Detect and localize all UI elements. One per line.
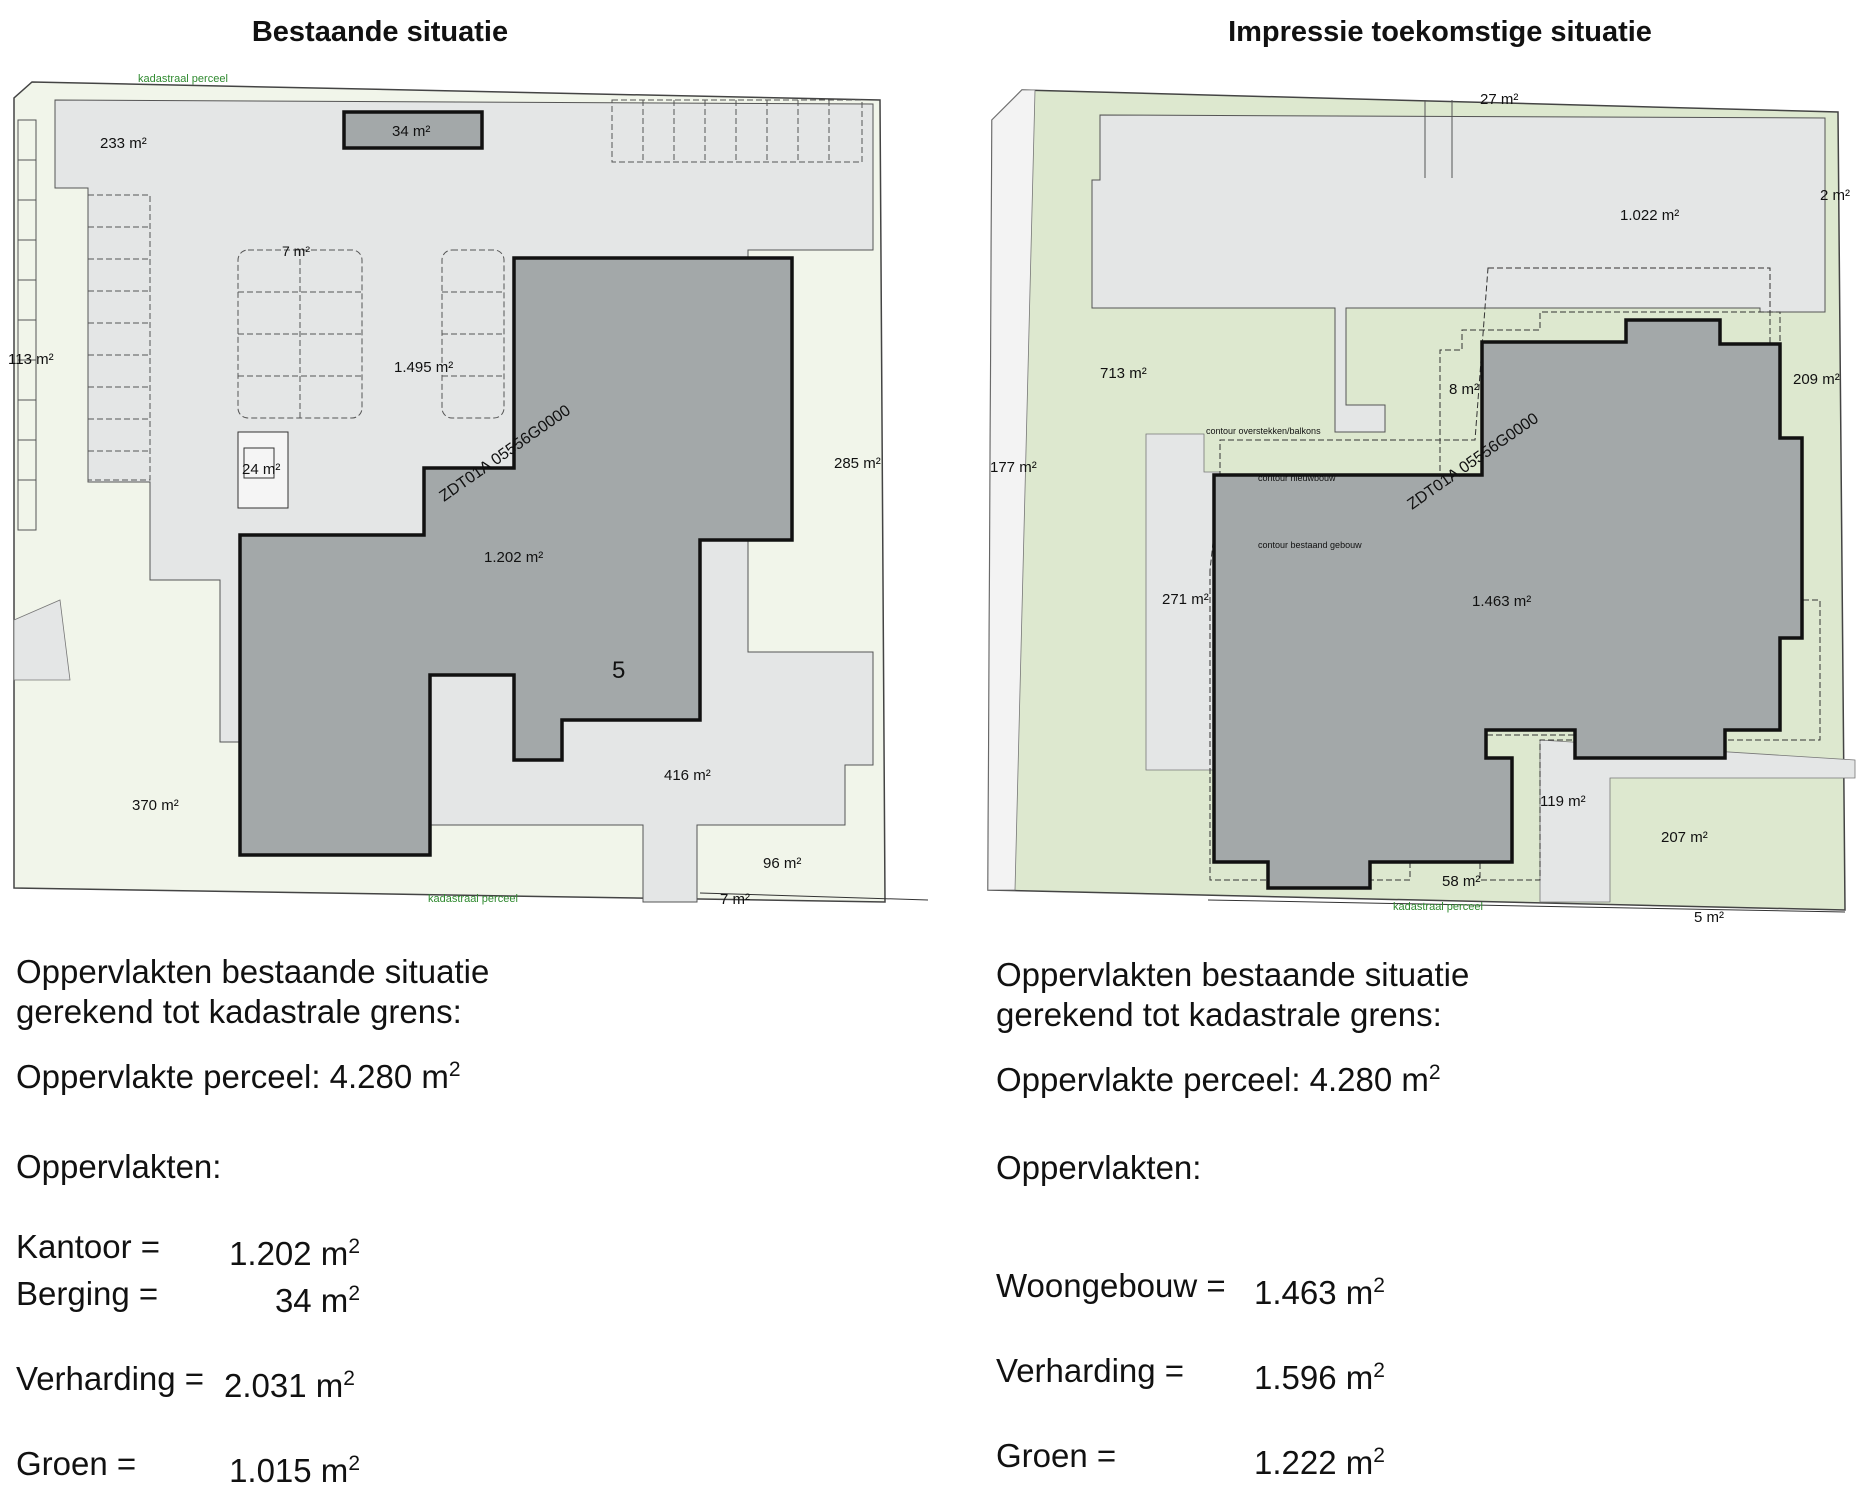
area-row: Groen = 1.222 m2 bbox=[996, 1437, 1385, 1481]
area-label: 8 m² bbox=[1449, 381, 1479, 398]
parcel-area: Oppervlakte perceel: 4.280 m2 bbox=[996, 1061, 1441, 1098]
cadastral-label-bottom: kadastraal perceel bbox=[428, 893, 518, 905]
cadastral-label-top: kadastraal perceel bbox=[138, 73, 228, 85]
small-object-inner bbox=[243, 447, 275, 479]
small-object bbox=[237, 431, 289, 509]
area-label: 24 m² bbox=[242, 461, 280, 478]
area-label: 5 m² bbox=[1694, 909, 1724, 926]
area-label: 119 m² bbox=[1540, 793, 1586, 810]
area-label: 34 m² bbox=[392, 123, 430, 140]
title-future: Impressie toekomstige situatie bbox=[1228, 16, 1652, 48]
area-row: Woongebouw = 1.463 m2 bbox=[996, 1267, 1385, 1311]
area-label: 96 m² bbox=[763, 855, 801, 872]
summary-future: Oppervlakten bestaande situatie gerekend… bbox=[996, 955, 1836, 1483]
area-label: 271 m² bbox=[1162, 591, 1209, 608]
area-label: 1.463 m² bbox=[1472, 593, 1531, 610]
summary-heading-2: gerekend tot kadastrale grens: bbox=[996, 996, 1442, 1033]
parcel-area: Oppervlakte perceel: 4.280 m2 bbox=[16, 1058, 461, 1095]
area-label: 2 m² bbox=[1820, 187, 1850, 204]
summary-heading-1: Oppervlakten bestaande situatie bbox=[16, 953, 490, 990]
areas-heading: Oppervlakten: bbox=[16, 1148, 222, 1185]
parking-left bbox=[87, 194, 151, 481]
bike-strip bbox=[17, 119, 37, 531]
summary-heading-1: Oppervlakten bestaande situatie bbox=[996, 956, 1470, 993]
summary-heading-2: gerekend tot kadastrale grens: bbox=[16, 993, 462, 1030]
area-label: 27 m² bbox=[1480, 91, 1518, 108]
paving-future-top bbox=[1091, 114, 1826, 433]
contour-label: contour nieuwbouw bbox=[1258, 473, 1336, 483]
office-building bbox=[238, 256, 794, 857]
area-label: 233 m² bbox=[100, 135, 147, 152]
house-number: 5 bbox=[612, 657, 625, 684]
storage-building bbox=[342, 110, 484, 150]
contour-label: contour bestaand gebouw bbox=[1258, 540, 1362, 550]
area-label: 1.202 m² bbox=[484, 549, 543, 566]
cadastral-line-right bbox=[1207, 899, 1846, 913]
area-label: 58 m² bbox=[1442, 873, 1480, 890]
area-row: Verharding = 2.031 m2 bbox=[16, 1360, 355, 1404]
area-row: Kantoor = 1.202 m2 bbox=[16, 1228, 360, 1272]
area-row: Berging = 34 m2 bbox=[16, 1275, 360, 1319]
new-residential-building bbox=[1212, 318, 1804, 890]
plan-existing: kadastraal perceel kadastraal perceel 23… bbox=[8, 73, 929, 908]
paving-future-bottom bbox=[1539, 739, 1856, 903]
area-label: 207 m² bbox=[1661, 829, 1708, 846]
area-label: 7 m² bbox=[720, 891, 750, 908]
area-label: 285 m² bbox=[834, 455, 881, 472]
sidewalk-left bbox=[987, 89, 1036, 891]
areas-heading: Oppervlakten: bbox=[996, 1149, 1202, 1186]
area-label: 713 m² bbox=[1100, 365, 1147, 382]
area-label: 1.022 m² bbox=[1620, 207, 1679, 224]
area-label: 113 m² bbox=[8, 351, 54, 368]
cadastral-line-left bbox=[699, 892, 929, 901]
summary-existing: Oppervlakten bestaande situatie gerekend… bbox=[16, 952, 796, 1491]
cadastral-label-right: kadastraal perceel bbox=[1393, 901, 1483, 913]
area-label: 370 m² bbox=[132, 797, 179, 814]
area-label: 7 m² bbox=[282, 243, 310, 259]
site-plans: kadastraal perceel kadastraal perceel 23… bbox=[8, 73, 1856, 926]
area-row: Groen = 1.015 m2 bbox=[16, 1445, 360, 1489]
contour-label: contour overstekken/balkons bbox=[1206, 426, 1321, 436]
title-existing: Bestaande situatie bbox=[251, 16, 509, 48]
area-label: 416 m² bbox=[664, 767, 711, 784]
parking-middle bbox=[237, 249, 505, 419]
paving-existing-left bbox=[13, 599, 71, 681]
parking-top bbox=[611, 99, 863, 163]
area-label: 209 m² bbox=[1793, 371, 1840, 388]
area-label: 1.495 m² bbox=[394, 359, 453, 376]
plan-future: 27 m² 1.022 m² 2 m² 713 m² 8 m² 209 m² 1… bbox=[987, 89, 1856, 926]
area-row: Verharding = 1.596 m2 bbox=[996, 1352, 1385, 1396]
area-label: 177 m² bbox=[990, 459, 1037, 476]
